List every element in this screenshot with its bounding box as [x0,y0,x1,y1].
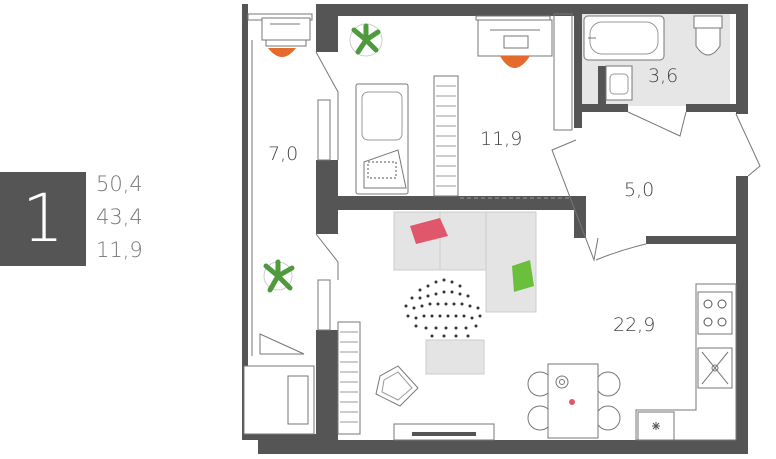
room-area-hall: 5,0 [624,179,654,201]
washer-icon [637,411,675,441]
loggia-desk [261,17,311,57]
doors [259,51,761,355]
total-area: 50,4 [96,172,143,196]
living-area: 43,4 [96,205,143,229]
armchair [375,365,419,407]
tv-stand [393,423,495,441]
bedroom-desk [477,19,553,68]
pillow-green [512,260,534,292]
room-area-loggia: 7,0 [268,143,298,165]
bed [355,83,409,195]
cabinet-shelf [287,375,309,425]
wardrobe [433,75,459,197]
bathtub-icon [583,15,665,61]
storage-cabinet [243,365,315,435]
room-area-bathroom: 3,6 [648,65,678,87]
walls [242,4,748,454]
cooktop-icon [697,291,733,335]
chair-icon [500,56,530,68]
sink-icon [697,347,733,389]
dining-set [527,363,621,439]
rug [404,278,482,338]
rooms-count: 1 [22,180,64,257]
room-area-bedroom: 11,9 [480,128,522,150]
chair-icon [268,48,296,57]
plant-icon [263,259,295,293]
toilet-icon [693,15,723,56]
plant-icon [349,23,383,57]
rooms-badge: 1 [0,172,86,266]
bookshelf [337,321,361,435]
sink-icon [605,65,633,101]
room-area-living-kitchen: 22,9 [613,314,655,336]
pillow-red [410,218,448,244]
coffee-table [425,339,485,375]
kitchen-area: 11,9 [96,238,143,262]
sofa [393,211,537,313]
windows [247,13,573,356]
